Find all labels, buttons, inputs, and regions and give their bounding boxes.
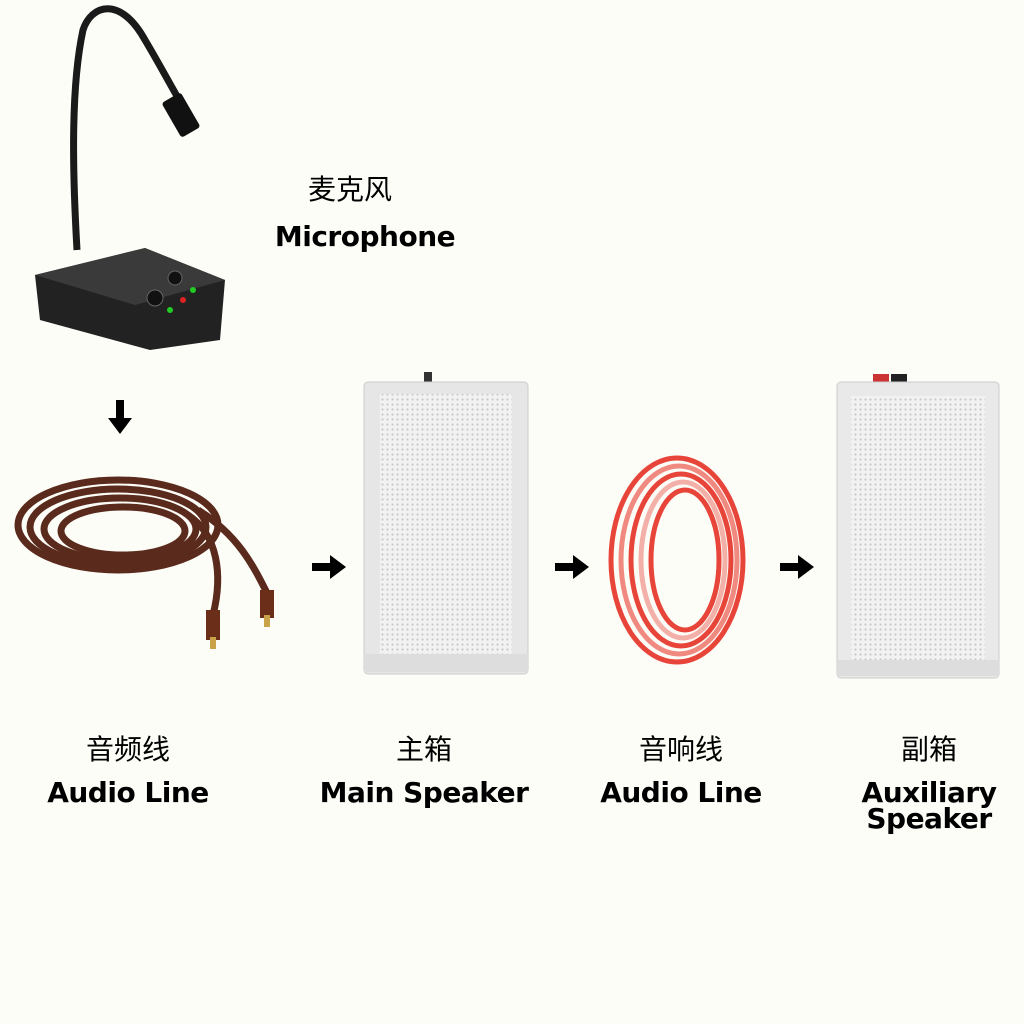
step-label-en: Auxiliary Speaker xyxy=(861,776,997,835)
microphone-label-en: Microphone xyxy=(274,220,456,253)
right-arrow-icon xyxy=(312,555,346,579)
right-arrow-icon xyxy=(555,555,589,579)
speaker-cable-image xyxy=(608,455,746,665)
step-label-en: Audio Line xyxy=(600,776,762,809)
step-speaker-cable-label: 音响线 Audio Line xyxy=(581,728,781,809)
audio-line-cable-image xyxy=(14,476,274,649)
microphone-label-zh: 麦克风 xyxy=(307,173,392,206)
right-arrow-icon xyxy=(780,555,814,579)
step-audio-line-label: 音频线 Audio Line xyxy=(28,728,228,809)
step-label-zh: 副箱 xyxy=(900,733,957,766)
auxiliary-speaker-image xyxy=(836,374,1000,679)
step-label-zh: 音响线 xyxy=(638,733,723,766)
step-label-en: Audio Line xyxy=(47,776,209,809)
microphone-image xyxy=(35,5,225,350)
step-main-speaker-label: 主箱 Main Speaker xyxy=(310,728,538,809)
step-label-zh: 音频线 xyxy=(85,733,170,766)
down-arrow-icon xyxy=(108,400,132,434)
step-auxiliary-speaker-label: 副箱 Auxiliary Speaker xyxy=(849,728,1009,835)
main-speaker-image xyxy=(363,372,529,675)
step-label-en: Main Speaker xyxy=(319,776,529,809)
step-label-zh: 主箱 xyxy=(395,733,452,766)
